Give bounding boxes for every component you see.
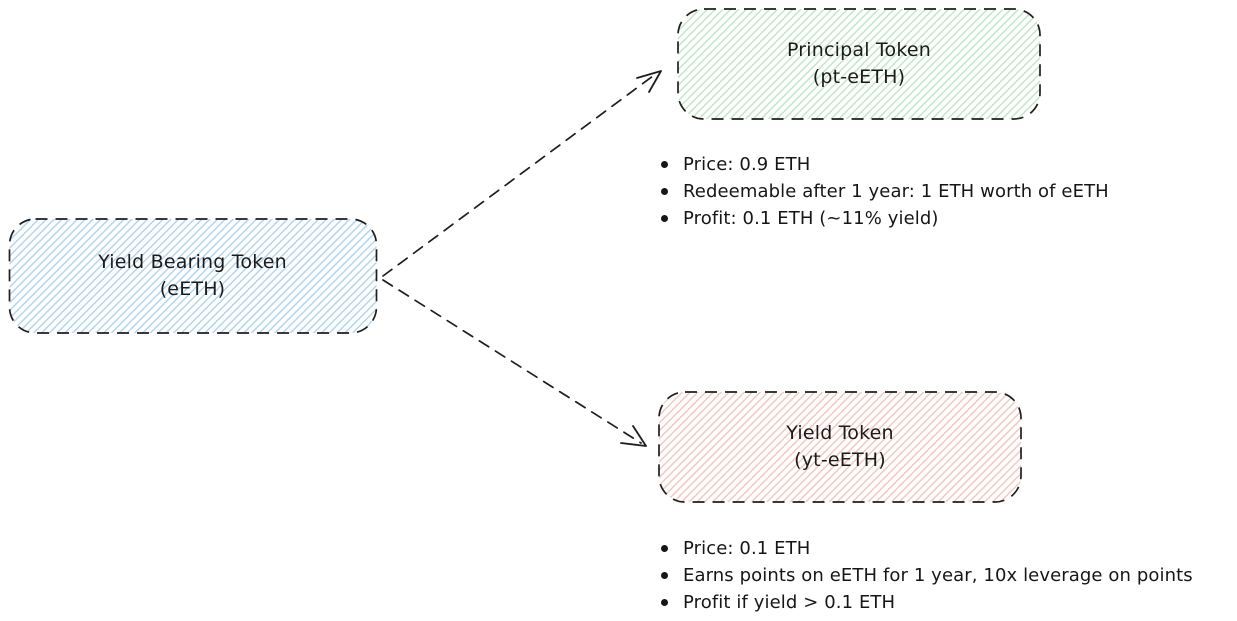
list-item: Earns points on eETH for 1 year, 10x lev… <box>661 562 1193 589</box>
bullet-icon <box>661 545 668 552</box>
yield-bullet-points: Earns points on eETH for 1 year, 10x lev… <box>683 565 1193 586</box>
arrow-to-principal <box>382 72 658 277</box>
yield-box-subtitle: (yt-eETH) <box>794 449 886 471</box>
yield-bullet-profit: Profit if yield > 0.1 ETH <box>683 592 896 613</box>
principal-box-subtitle: (pt-eETH) <box>812 66 906 88</box>
yield-box-title: Yield Token <box>786 422 894 444</box>
bullet-icon <box>661 572 668 579</box>
source-box-label: Yield Bearing Token (eETH) <box>9 219 376 333</box>
yield-box <box>658 391 1022 503</box>
principal-bullet-profit: Profit: 0.1 ETH (~11% yield) <box>683 208 939 229</box>
bullet-icon <box>661 161 668 168</box>
list-item: Price: 0.9 ETH <box>661 151 1109 178</box>
list-item: Profit: 0.1 ETH (~11% yield) <box>661 205 1109 232</box>
yield-bullet-price: Price: 0.1 ETH <box>683 538 811 559</box>
yield-box-label: Yield Token (yt-eETH) <box>659 392 1021 502</box>
list-item: Profit if yield > 0.1 ETH <box>661 589 1193 616</box>
principal-box <box>677 8 1041 120</box>
principal-bullet-redeemable: Redeemable after 1 year: 1 ETH worth of … <box>683 181 1109 202</box>
principal-bullet-price: Price: 0.9 ETH <box>683 154 811 175</box>
principal-box-label: Principal Token (pt-eETH) <box>678 9 1040 119</box>
arrow-to-principal-head-icon <box>636 70 662 93</box>
bullet-icon <box>661 215 668 222</box>
list-item: Redeemable after 1 year: 1 ETH worth of … <box>661 178 1109 205</box>
source-box-title: Yield Bearing Token <box>98 251 287 273</box>
yield-bullet-list: Price: 0.1 ETH Earns points on eETH for … <box>661 535 1193 616</box>
list-item: Price: 0.1 ETH <box>661 535 1193 562</box>
source-box-subtitle: (eETH) <box>159 278 226 300</box>
source-box <box>8 218 378 334</box>
bullet-icon <box>661 599 668 606</box>
arrow-to-yield-head-icon <box>620 425 647 447</box>
principal-box-title: Principal Token <box>786 39 932 61</box>
principal-bullet-list: Price: 0.9 ETH Redeemable after 1 year: … <box>661 151 1109 232</box>
bullet-icon <box>661 188 668 195</box>
arrow-to-yield <box>382 279 642 444</box>
